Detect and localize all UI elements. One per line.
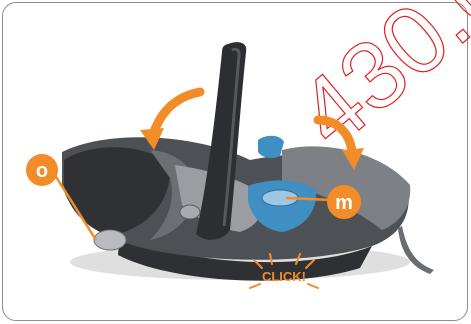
adjust-knob (94, 230, 126, 250)
handle-pivot (180, 205, 200, 219)
callout-m-label: m (335, 192, 353, 214)
watermark: 430.0 (278, 0, 471, 168)
click-sound-label: CLICK! (262, 269, 306, 284)
release-button-top (258, 136, 284, 158)
callout-o-label: o (36, 160, 48, 182)
